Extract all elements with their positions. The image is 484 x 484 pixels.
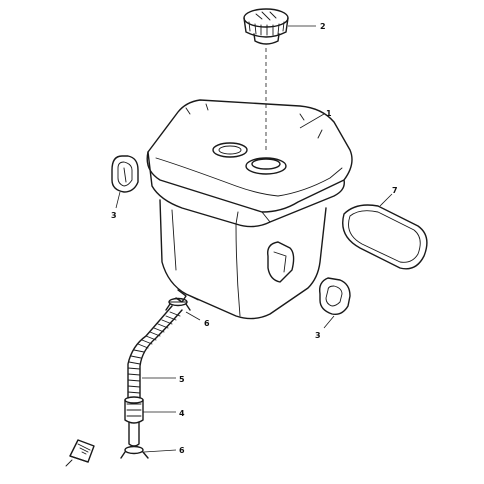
callout-6a: 6 (204, 319, 210, 328)
hose-clip-lower (120, 445, 149, 459)
fuel-hose (127, 305, 183, 399)
callout-3b: 3 (315, 331, 321, 340)
fuel-cap (243, 8, 289, 45)
callout-2: 2 (320, 22, 326, 31)
callout-7: 7 (392, 186, 398, 195)
front-arrow-icon (65, 439, 95, 467)
callout-6b: 6 (179, 446, 185, 455)
grommet-left (111, 155, 139, 193)
grommet-right (318, 277, 351, 316)
callout-5: 5 (179, 375, 185, 384)
callout-4: 4 (179, 409, 185, 418)
fuel-tank (146, 99, 353, 320)
callout-1: 1 (326, 109, 332, 118)
leader-lines (115, 25, 393, 453)
tank-pad (342, 204, 428, 270)
fuel-filter (124, 396, 144, 447)
callout-3a: 3 (111, 211, 117, 220)
hose-clip-upper (165, 297, 191, 311)
